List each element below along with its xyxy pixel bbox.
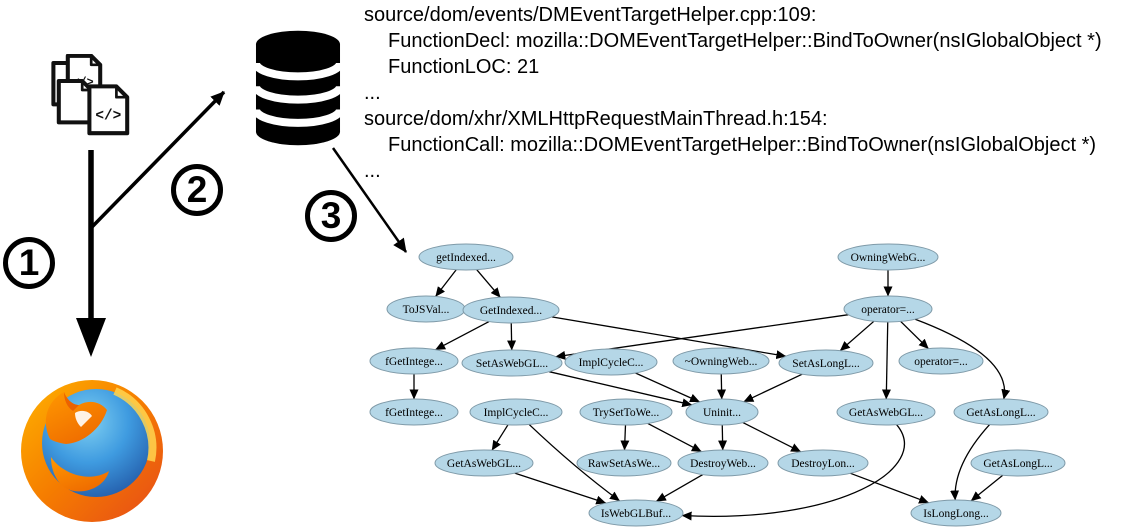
graph-node-ImplCycleC2 [469,398,563,426]
graph-node-label: GetIndexed... [480,305,542,317]
graph-edge-operator1-GetAsLongLr [914,318,1011,400]
graph-node-GetAsLongLr [953,398,1049,426]
graph-node-OwningWebDtor [672,347,770,375]
graph-node-OwningWebG [837,243,939,271]
flame-highlight [113,387,157,462]
graph-edge-operator1-operator2 [900,320,929,350]
graph-node-IsWebGLBuf [588,499,684,527]
code-glyph: </> [95,109,121,125]
graph-node-label: DestroyWeb... [690,458,756,470]
graph-node-label: getIndexed... [436,252,496,264]
graph-node-GetAsLongLb [970,449,1066,477]
step-2-badge: 2 [171,164,223,216]
graph-edge-ImplCycleC2-IsWebGLBuf [528,423,620,502]
graph-node-getIndexed [418,243,514,271]
log-line: FunctionDecl: mozilla::DOMEventTargetHel… [388,30,1102,52]
graph-edge-GetAsWebGLr-IsWebGLBuf [681,424,905,521]
graph-edge-GetAsLongLb-IsLongLong [970,474,1004,502]
graph-node-label: TrySetToWe... [593,407,660,419]
call-graph: getIndexed... OwningWebG... ToJSVal... GetI… [369,243,1066,527]
graph-edge-operator1-GetAsWebGLr [881,321,891,400]
graph-node-label: Uninit... [703,407,741,419]
graph-node-label: OwningWebG... [851,252,926,264]
graph-node-label: GetAsLongL... [966,407,1035,419]
graph-node-operator1 [843,295,933,323]
graph-edge-SetAsLongL-Uninit [743,373,803,403]
graph-node-GetAsWebGLr [836,398,936,426]
log-line: source/dom/xhr/XMLHttpRequestMainThread.… [364,108,828,130]
graph-node-label: ~OwningWeb... [685,356,758,368]
graph-edge-SetAsWebGL-Uninit [549,371,693,408]
graph-edge-getIndexed-ToJSVal [435,269,457,297]
log-line: ... [364,82,381,104]
graph-node-label: ImplCycleC... [579,357,644,369]
graph-edge-GetIndexed-fGetIntege1 [435,320,490,351]
graph-node-label: ImplCycleC... [484,407,549,419]
graph-node-label: SetAsLongL... [792,358,860,370]
log-line: FunctionLOC: 21 [388,56,540,78]
graph-node-label: operator=... [914,356,968,368]
graph-node-label: IsLongLong... [923,508,989,520]
graph-edge-DestroyWeb-IsWebGLBuf [655,474,704,502]
database-icon [251,30,345,146]
graph-node-label: SetAsWebGL... [476,358,548,370]
graph-edge-Uninit-DestroyLon [742,421,802,453]
graph-node-label: ToJSVal... [403,304,450,316]
graph-edge-GetAsWebGLl-IsWebGLBuf [514,472,607,505]
graph-node-DestroyLon [777,449,869,477]
graph-node-fGetIntege2 [369,398,459,426]
graph-node-GetAsWebGLl [434,449,534,477]
log-line: FunctionCall: mozilla::DOMEventTargetHel… [388,134,1097,156]
graph-node-DestroyWeb [677,449,769,477]
graph-node-label: GetAsWebGL... [447,458,521,470]
fox-paw [51,457,109,492]
graph-edge-ImplCycleC2-GetAsWebGLl [491,424,509,451]
graph-edge-operator1-SetAsLongL [839,320,875,352]
graph-edge-ImplCycleC1-Uninit [635,372,700,403]
graph-node-label: GetAsWebGL... [849,407,923,419]
fox-ear [64,392,79,411]
graph-node-label: IsWebGLBuf... [601,508,671,520]
firefox-logo [21,380,163,522]
graph-node-label: fGetIntege... [385,407,443,419]
analysis-output: source/dom/events/DMEventTargetHelper.cp… [364,2,1102,184]
graph-node-TrySetToWe [579,398,673,426]
arrow-database-to-graph [331,147,408,253]
log-line: source/dom/events/DMEventTargetHelper.cp… [364,4,817,26]
graph-node-GetIndexed [462,296,560,324]
graph-node-ImplCycleC1 [564,348,658,376]
graph-node-label: fGetIntege... [385,356,443,368]
graph-node-label: DestroyLon... [791,458,855,470]
source-files-icon: </> </> [51,54,130,136]
graph-edge-getIndexed-GetIndexed [476,269,501,298]
arrow-sources-to-database [89,90,226,230]
graph-node-label: GetAsLongL... [983,458,1052,470]
graph-node-RawSetAsWe [576,449,672,477]
graph-edge-TrySetToWe-RawSetAsWe [620,424,630,451]
log-line: ... [364,160,381,182]
step-1-badge: 1 [3,237,55,289]
graph-edge-GetAsLongLr-IsLongLong [950,424,991,501]
graph-edge-TrySetToWe-DestroyWeb [647,422,702,453]
graph-node-SetAsLongL [778,349,874,377]
graph-edge-GetIndexed-SetAsWebGL [507,322,517,351]
graph-node-label: RawSetAsWe... [588,458,660,470]
graph-node-label: operator=... [861,304,915,316]
graph-node-operator2 [898,347,984,375]
arrow-sources-to-browser-head [76,318,106,357]
step-3-badge: 3 [305,190,357,242]
graph-edge-DestroyLon-IsLongLong [850,472,930,504]
graph-node-SetAsWebGL [461,349,563,377]
graph-node-fGetIntege1 [369,347,459,375]
fox-snout [75,410,92,427]
graph-node-Uninit [685,398,759,426]
graph-node-IsLongLong [910,499,1002,527]
